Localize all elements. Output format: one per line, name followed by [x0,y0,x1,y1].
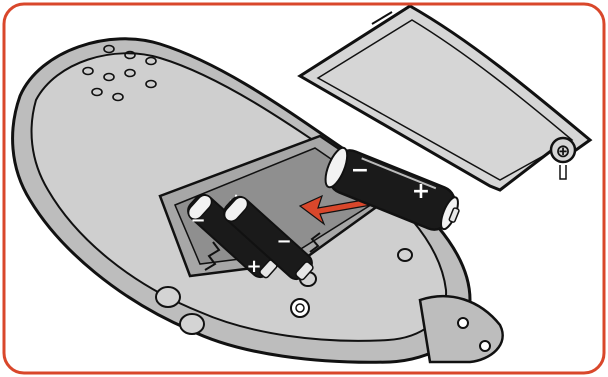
antenna-hole [480,341,490,351]
battery-plus-label: + [412,179,430,204]
screw-hole [291,299,309,317]
battery-minus-label: − [190,210,205,231]
device-bump [398,249,412,261]
side-button [180,314,204,334]
battery-minus-label: − [276,231,291,252]
cover-screw: ⊕ [551,138,575,179]
side-button [156,287,180,307]
antenna-hole [458,318,468,328]
battery-minus-label: − [351,158,369,183]
screw-symbol: ⊕ [555,141,570,162]
battery-plus-label: + [246,256,261,277]
